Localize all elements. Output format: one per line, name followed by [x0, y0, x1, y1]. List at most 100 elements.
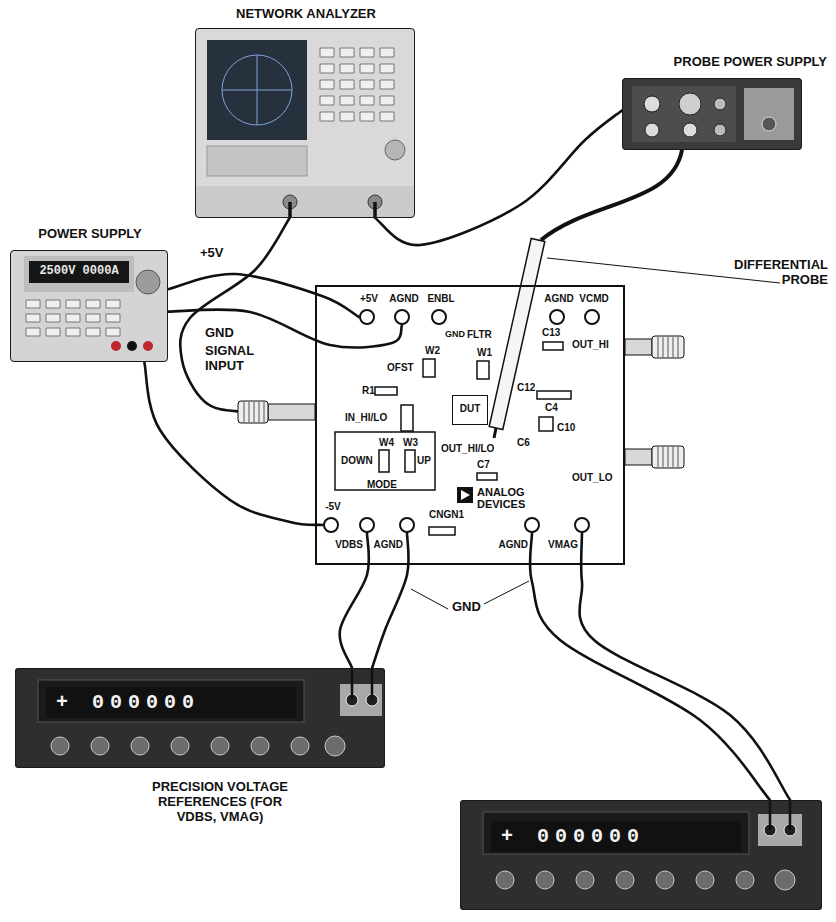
cable-label: +5V	[198, 246, 226, 261]
pin-label: -5V	[305, 501, 361, 513]
cable	[530, 533, 770, 800]
logo-mark	[457, 487, 473, 503]
terminal-pad: AGND	[394, 309, 410, 325]
instrument-label: POWER SUPPLY	[11, 227, 169, 242]
silkscreen-label: W1	[477, 347, 492, 359]
chip-label: DUT	[460, 403, 481, 415]
sma-thread	[652, 446, 684, 468]
pin-label: +5V	[341, 293, 397, 305]
silkscreen-label: OUT_HI	[572, 339, 609, 351]
decade-knobs	[51, 737, 309, 755]
terminal-pad: VMAG	[574, 517, 590, 533]
reference-body	[15, 668, 385, 768]
sma-body	[625, 449, 652, 465]
bnc-jack	[762, 117, 776, 131]
capacitor-footprint	[537, 391, 571, 399]
cable-stub	[352, 668, 372, 700]
display-readout: + 000000	[46, 687, 296, 718]
binding-post	[111, 341, 121, 351]
cable	[168, 309, 402, 347]
probe-tip	[494, 428, 496, 438]
binding-post	[127, 341, 137, 351]
supply-knob	[136, 270, 160, 294]
pin-label: VMAG	[540, 539, 578, 551]
terminal-pad: VCMD	[584, 309, 600, 325]
chip-box: DUT	[452, 395, 488, 425]
pin-label: AGND	[365, 539, 403, 551]
sma-body	[625, 339, 652, 355]
pin-label: AGND	[376, 293, 432, 305]
caption-label: PRECISION VOLTAGE REFERENCES (FOR VDBS, …	[140, 780, 300, 825]
silkscreen-label: UP	[417, 455, 431, 467]
capacitor-footprint	[477, 473, 497, 480]
binding-post	[143, 341, 153, 351]
callout-label: DIFFERENTIAL PROBE	[718, 258, 828, 288]
probe-supply-knob	[714, 98, 726, 110]
probe-supply-panel	[632, 86, 736, 142]
cable-label: GND	[203, 326, 236, 341]
silkscreen-label: W4	[379, 437, 394, 449]
logo-text: ANALOG DEVICES	[477, 486, 541, 510]
jumper-block	[477, 361, 489, 379]
supply-keys	[26, 300, 120, 336]
pin-label: ENBL	[413, 293, 469, 305]
cable-stub	[770, 800, 790, 830]
display-readout: + 000000	[491, 821, 741, 852]
probe-supply-body	[622, 78, 802, 150]
silkscreen-label: OUT_LO	[572, 472, 613, 484]
terminal-pad: AGND	[399, 517, 415, 533]
sma-thread	[652, 336, 684, 358]
voltage-reference: + 000000	[460, 800, 822, 910]
silkscreen-label: W3	[403, 437, 418, 449]
silkscreen-label: GND	[445, 329, 465, 339]
pin-label: AGND	[531, 293, 587, 305]
decade-knobs	[496, 871, 754, 889]
terminal-pad: AGND	[524, 517, 540, 533]
silkscreen-label: FLTR	[467, 329, 492, 341]
silkscreen-label: C7	[477, 459, 490, 471]
thread-lines	[658, 337, 678, 357]
probe-supply-faceplate	[744, 88, 794, 140]
callout-label: GND	[452, 600, 481, 615]
silkscreen-label: C10	[557, 422, 575, 434]
silkscreen-label: R1	[362, 385, 375, 397]
instrument-label: NETWORK ANALYZER	[196, 7, 416, 22]
probe-supply-knob	[714, 124, 726, 136]
capacitor-footprint	[539, 417, 553, 431]
reference-body	[460, 800, 822, 910]
silkscreen-label: IN_HI/LO	[345, 412, 387, 424]
pin-label: VDBS	[325, 539, 363, 551]
mode-frame	[335, 432, 435, 490]
probe-supply-knob	[683, 123, 697, 137]
instrument-box: PROBE POWER SUPPLY	[622, 78, 802, 150]
instrument-label: PROBE POWER SUPPLY	[627, 55, 827, 70]
cable	[579, 533, 790, 800]
terminal-plate	[758, 814, 802, 846]
display-bezel	[483, 812, 749, 854]
cable-stub	[290, 202, 375, 218]
analyzer-body	[195, 28, 415, 218]
silkscreen-label: MODE	[367, 479, 397, 491]
silkscreen-label: C4	[545, 402, 558, 414]
terminal-plate	[340, 684, 382, 716]
terminal-pad: -5V	[323, 517, 339, 533]
eval-board: ANALOG DEVICES+5VAGNDENBLAGNDVCMDDUT-5VV…	[315, 285, 625, 565]
display-readout: 2500V 0000A	[29, 261, 129, 283]
cable	[180, 218, 315, 413]
terminal-pad: VDBS	[359, 517, 375, 533]
sma-thread	[238, 401, 268, 423]
instrument-box: NETWORK ANALYZER	[195, 28, 415, 218]
resistor-footprint	[375, 387, 397, 395]
terminal-pad: ENBL	[431, 309, 447, 325]
display-bezel	[24, 256, 134, 292]
ground-link	[429, 527, 455, 535]
jumper-block	[379, 450, 389, 472]
silkscreen-label: CNGN1	[429, 509, 464, 521]
power-supply-body	[10, 250, 168, 362]
reference-knob	[775, 870, 795, 890]
silkscreen-label: OUT_HI/LO	[441, 443, 494, 455]
smith-chart	[222, 55, 292, 125]
analyzer-port-strip	[196, 186, 414, 217]
jumper-block	[405, 450, 415, 472]
